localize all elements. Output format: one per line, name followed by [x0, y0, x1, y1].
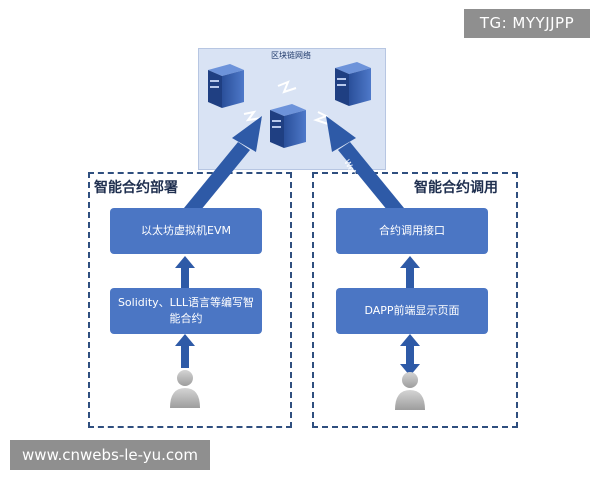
right-up-arrow	[400, 256, 420, 288]
deploy-to-network-arrow	[184, 116, 262, 216]
evm-box: 以太坊虚拟机EVM	[110, 208, 262, 254]
right-bidirectional-arrow	[400, 334, 420, 376]
smart-contract-language-box: Solidity、LLL语言等编写智能合约	[110, 288, 262, 334]
invoke-to-network-arrow	[326, 116, 404, 216]
invoke-section	[312, 172, 518, 428]
left-user-arrow	[175, 334, 195, 368]
deploy-section-title: 智能合约部署	[92, 177, 180, 197]
server-icon	[208, 64, 244, 108]
invoke-section-title: 智能合约调用	[412, 177, 500, 197]
watermark-bottom: www.cnwebs-le-yu.com	[10, 440, 210, 470]
lightning-icon	[313, 111, 329, 125]
server-icon	[335, 62, 371, 106]
deploy-section	[88, 172, 292, 428]
lightning-icon	[243, 110, 263, 122]
server-icon	[270, 104, 306, 148]
watermark-top: TG: MYYJJPP	[464, 9, 590, 38]
user-icon	[170, 370, 200, 408]
lightning-icon	[277, 80, 297, 94]
left-up-arrow	[175, 256, 195, 288]
network-title: 区块链网络	[271, 51, 311, 60]
dapp-frontend-box: DAPP前端显示页面	[336, 288, 488, 334]
contract-call-interface-box: 合约调用接口	[336, 208, 488, 254]
user-icon	[395, 372, 425, 410]
